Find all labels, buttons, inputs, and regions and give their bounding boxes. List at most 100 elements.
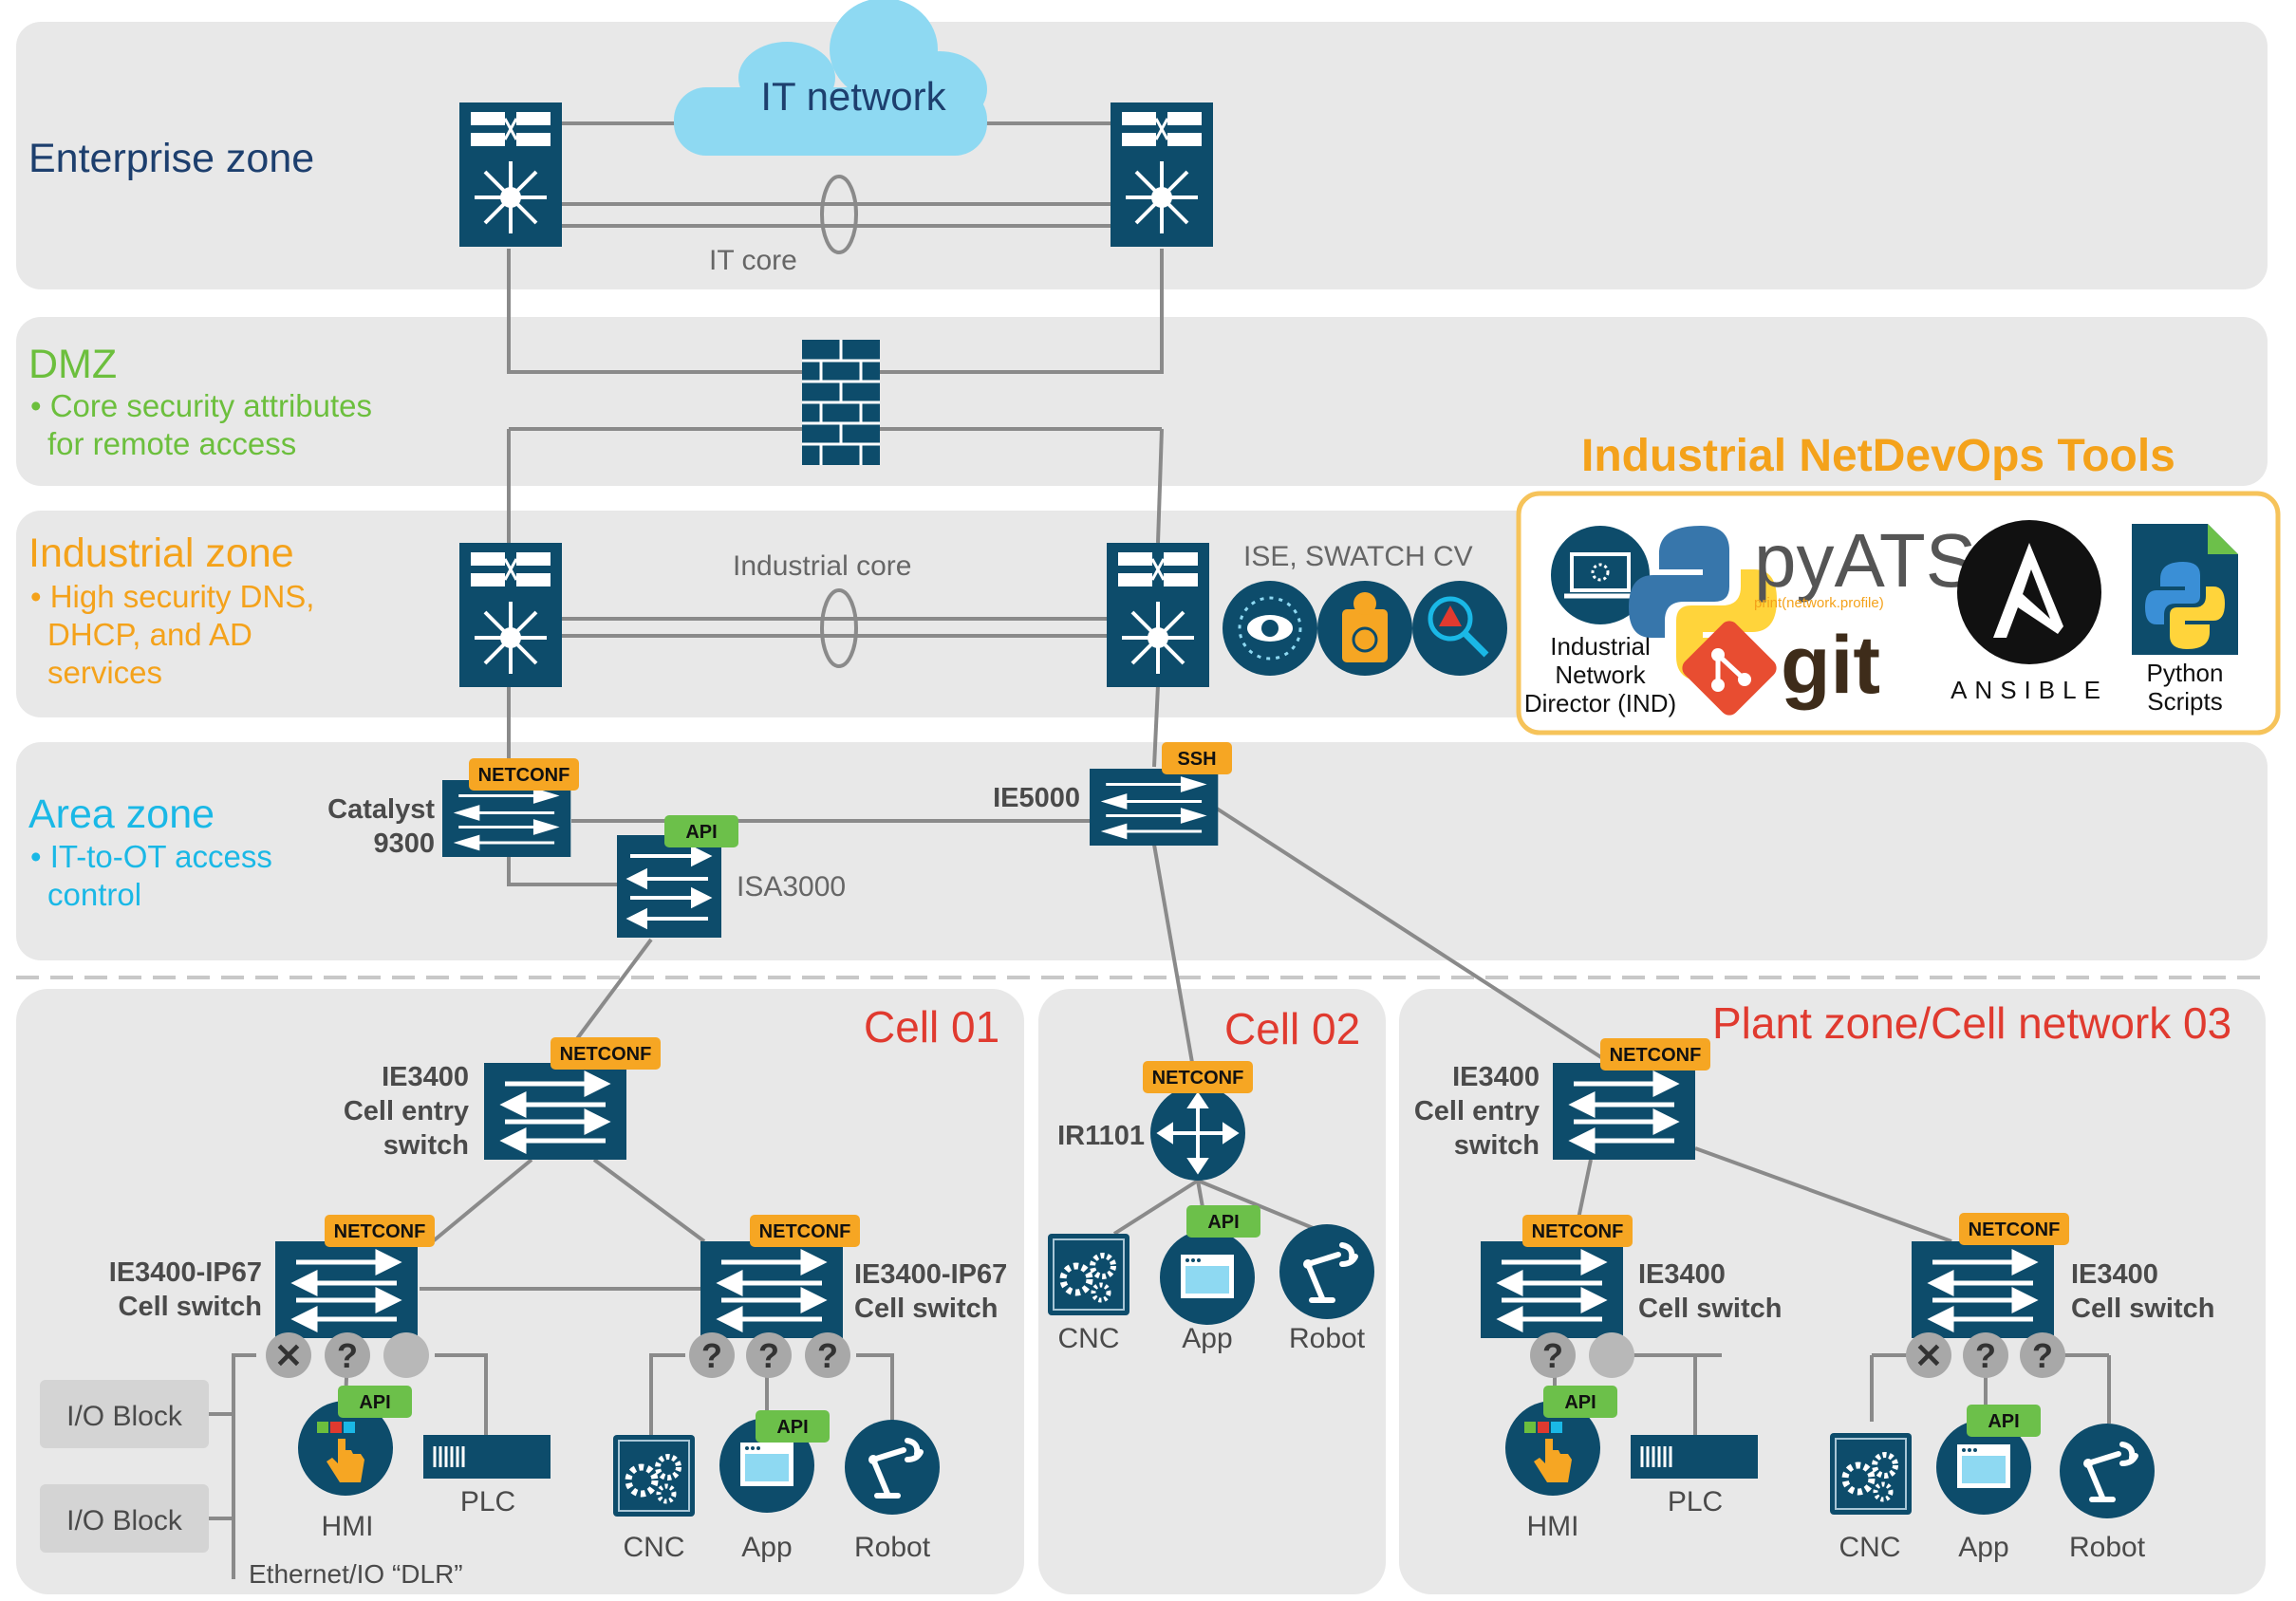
cell01-plc-label: PLC [460,1486,515,1517]
netdevops-tools-title: Industrial NetDevOps Tools [1581,431,2175,481]
area-bullet-2: control [47,877,141,912]
it-network-label: IT network [760,74,946,119]
cell03-switch-a-icon [1481,1241,1623,1338]
cell02-cnc-icon [1048,1234,1129,1315]
api-tag-label: API [359,1392,390,1413]
netconf-tag [750,1215,860,1247]
git-logo-text: git [1781,620,1880,711]
industrial-zone-title: Industrial zone [28,531,294,576]
python-scripts-icon [2132,524,2238,655]
fingerprint-badge-icon [1317,581,1412,676]
industrial-core-switch-right-icon [1105,541,1211,689]
netconf-tag-label: NETCONF [1969,1219,2061,1240]
catalyst-label-line2: 9300 [373,828,435,859]
cell01-robot-icon [845,1420,940,1515]
protocol-tags: NETCONF API SSH NETCONF NETCONF NETCONF … [325,742,2069,1443]
api-tag [756,1410,830,1443]
ansible-label: ANSIBLE [1951,676,2108,704]
catalyst-9300-switch-icon [442,780,570,857]
netconf-tag [1522,1215,1633,1247]
netconf-tag-label: NETCONF [334,1221,426,1242]
pyats-logo-text: pyATS [1754,518,1976,603]
it-network-cloud-icon [674,0,987,156]
area-bullet-1: • IT-to-OT access [30,839,272,874]
git-logo-icon [1682,621,1777,716]
cell01-ports-a: ✕ ? [266,1332,429,1378]
port-unknown-mark: ? [817,1336,838,1375]
industrial-core-switch-left-icon [457,541,564,689]
cell-03-title: Plant zone/Cell network 03 [1712,998,2231,1048]
ssh-tag [1162,742,1232,774]
industrial-core-label: Industrial core [733,550,911,582]
io-block-1 [40,1380,209,1448]
api-tag [1543,1386,1617,1418]
cell01-app-label: App [741,1532,792,1563]
netconf-tag-label: NETCONF [1610,1045,1702,1066]
netconf-tag [325,1215,435,1247]
netconf-tag [1959,1213,2069,1245]
threat-search-icon [1412,581,1507,676]
area-zone-title: Area zone [28,791,215,837]
cell01-ip67-switch-a-icon [275,1241,418,1338]
ir1101-label: IR1101 [1057,1121,1145,1151]
dmz-bullet-2: for remote access [47,426,296,461]
cell03-entry-switch-icon [1553,1063,1695,1160]
cell03-ports-a: ? [1530,1332,1634,1378]
ise-label: ISE, SWATCH CV [1243,541,1473,572]
ie5000-switch-icon [1090,769,1218,846]
industrial-core-bundle-icon [820,588,858,668]
dmz-panel [16,317,2268,486]
io-block-2-label: I/O Block [66,1505,183,1536]
cell03-app-label: App [1958,1532,2008,1563]
cell03-entry-label-2: Cell entry [1414,1096,1540,1126]
cell03-cnc-label: CNC [1839,1532,1901,1563]
ir1101-router-icon [1148,1084,1247,1182]
python-scripts-label-1: Python [2147,659,2224,687]
cell01-cnc-icon [613,1435,695,1517]
catalyst-label-line1: Catalyst [327,794,435,825]
cell03-plc-label: PLC [1668,1486,1723,1517]
cell-02-title: Cell 02 [1224,1004,1360,1053]
enterprise-core-switch-left-icon [457,101,564,249]
cell02-app-label: App [1182,1323,1232,1354]
dmz-bullet-1: • Core security attributes [30,388,372,423]
connection-lines [209,121,2111,1579]
cell01-entry-label-1: IE3400 [382,1062,469,1092]
io-block-2 [40,1484,209,1553]
api-tag-label: API [1207,1212,1239,1233]
industrial-bullet-2: DHCP, and AD [47,617,252,652]
port-unknown-mark: ? [758,1336,779,1375]
cell01-entry-label-2: Cell entry [344,1096,469,1126]
industrial-bullet-3: services [47,655,162,690]
cell03-cnc-icon [1830,1433,1912,1515]
cell03-swa-label-2: Cell switch [1638,1294,1783,1324]
port-unknown-mark: ? [701,1336,722,1375]
api-tag [664,815,738,847]
cell02-app-icon [1160,1230,1255,1325]
netconf-tag [1600,1038,1710,1070]
api-tag-label: API [685,822,717,843]
cell01-cnc-label: CNC [624,1532,685,1563]
cell03-switch-b-icon [1912,1241,2054,1338]
cell01-ports-b: ? ? ? [689,1332,850,1378]
api-tag [1186,1205,1260,1238]
industrial-bullet-1: • High security DNS, [30,579,314,614]
cell01-entry-label-3: switch [383,1130,469,1161]
netconf-tag-label: NETCONF [1532,1221,1624,1242]
cell03-hmi-label: HMI [1527,1511,1579,1542]
ie5000-label: IE5000 [993,783,1080,813]
cell01-entry-switch-icon [484,1063,626,1160]
cell03-swb-label-2: Cell switch [2071,1294,2215,1324]
area-zone-panel [16,742,2268,960]
netconf-tag-label: NETCONF [560,1044,652,1065]
cell01-ip67a-label-1: IE3400-IP67 [109,1257,262,1288]
cell03-ports-b: ✕ ? ? [1906,1332,2065,1378]
cell01-ip67b-label-1: IE3400-IP67 [854,1259,1007,1290]
firewall-icon [800,338,882,467]
ind-label-3: Director (IND) [1524,689,1676,717]
api-tag-label: API [1564,1392,1596,1413]
cell03-swb-label-1: IE3400 [2071,1259,2158,1290]
ansible-logo-icon [1957,520,2101,664]
api-tag [338,1386,412,1418]
